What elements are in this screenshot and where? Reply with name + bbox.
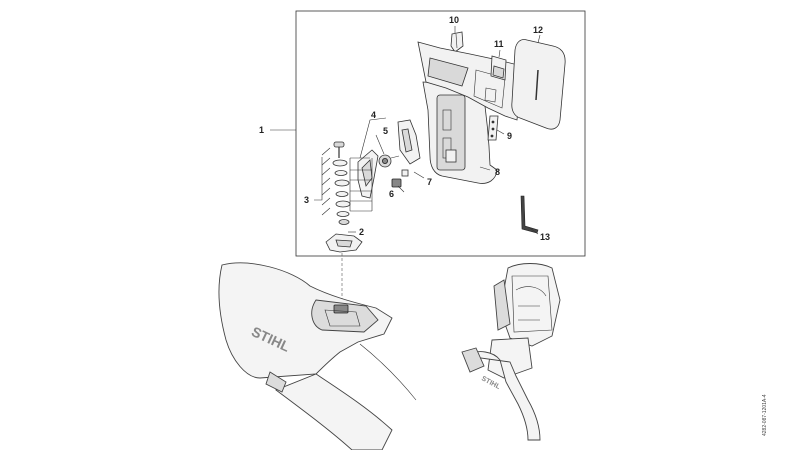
strip-part-9 [487, 115, 499, 141]
callout-8: 8 [495, 167, 500, 177]
callout-12: 12 [533, 25, 543, 35]
cover-plate-part-12 [511, 39, 566, 130]
callout-11: 11 [494, 39, 504, 49]
callout-5: 5 [383, 126, 388, 136]
assembly-frame [295, 10, 586, 257]
washer-stack-part-3 [321, 141, 373, 225]
callout-6: 6 [389, 189, 394, 199]
nut-part-6 [391, 169, 409, 188]
knob-part-5 [378, 154, 400, 168]
leader-lines [314, 26, 541, 235]
clamp-part-2 [325, 233, 363, 253]
lever-part-4 [357, 149, 379, 199]
callouts: 1 2 3 4 5 6 7 8 9 10 11 12 13 [259, 15, 550, 242]
brand-logo-right: STIHL [480, 375, 502, 391]
bracket-part-11 [490, 55, 507, 81]
drawing-code: 4282-087-1201A-4 [762, 394, 768, 436]
callout-7: 7 [427, 177, 432, 187]
clip-part-10 [450, 31, 464, 53]
blower-housing-closeup: STIHL [218, 262, 417, 450]
callout-1: 1 [259, 125, 264, 135]
callout-3: 3 [304, 195, 309, 205]
backpack-blower-overview: STIHL [461, 263, 561, 441]
callout-10: 10 [449, 15, 459, 25]
callout-13: 13 [540, 232, 550, 242]
back-plate-part-8 [422, 81, 498, 184]
callout-4: 4 [371, 110, 376, 120]
plate-part-7 [397, 119, 421, 165]
hex-key-part-13 [520, 195, 539, 234]
callout-2: 2 [359, 227, 364, 237]
callout-9: 9 [507, 131, 512, 141]
